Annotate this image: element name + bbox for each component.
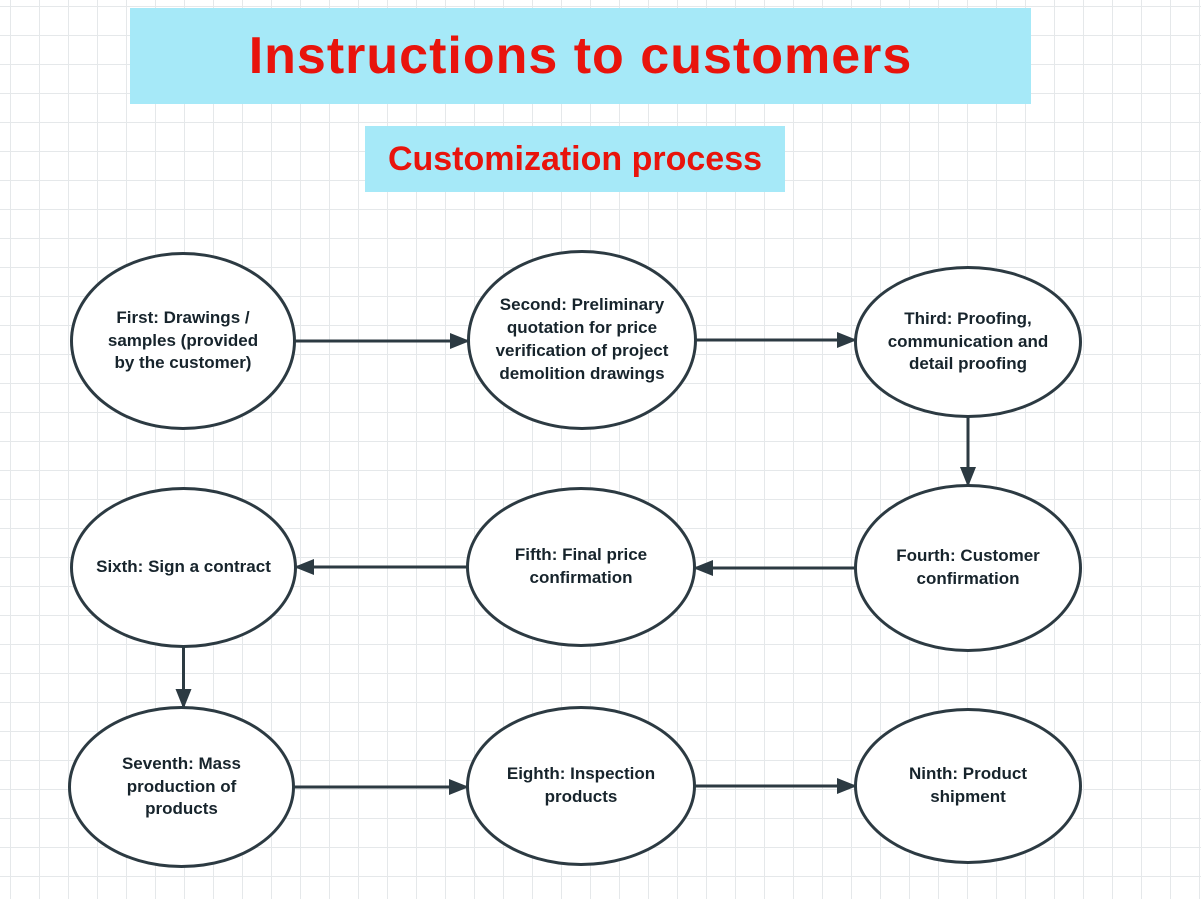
flow-node-first: First: Drawings / samples (provided by t… — [70, 252, 296, 430]
flow-node-seventh: Seventh: Mass production of products — [68, 706, 295, 868]
flow-node-eighth: Eighth: Inspection products — [466, 706, 696, 866]
flow-node-second: Second: Preliminary quotation for price … — [467, 250, 697, 430]
flow-node-ninth: Ninth: Product shipment — [854, 708, 1082, 864]
flow-node-sixth: Sixth: Sign a contract — [70, 487, 297, 648]
page-subtitle: Customization process — [365, 126, 785, 192]
flow-node-fifth: Fifth: Final price confirmation — [466, 487, 696, 647]
flow-node-third: Third: Proofing, communication and detai… — [854, 266, 1082, 418]
flow-node-fourth: Fourth: Customer confirmation — [854, 484, 1082, 652]
page-title: Instructions to customers — [130, 8, 1031, 104]
